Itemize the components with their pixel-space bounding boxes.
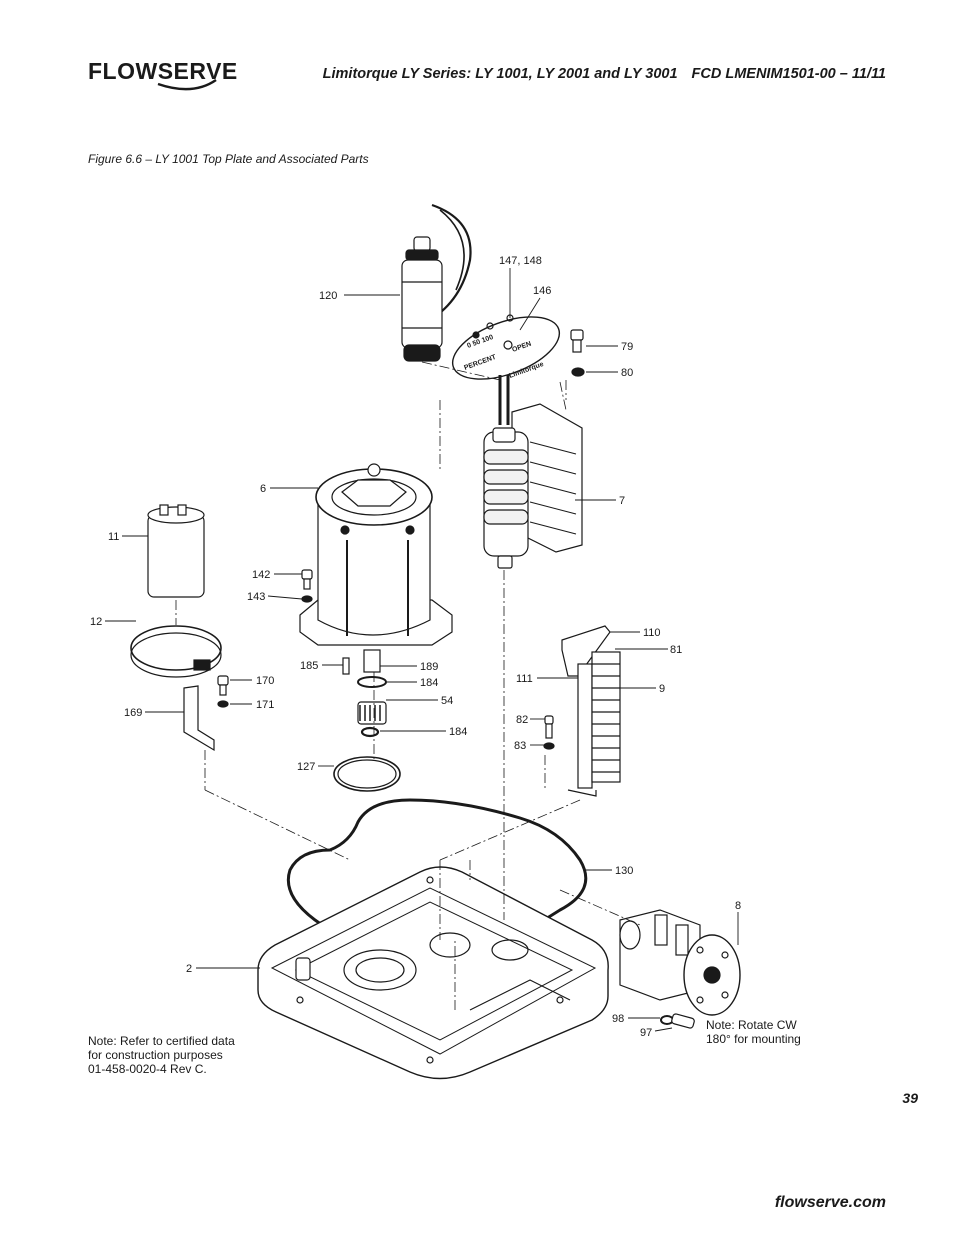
callout-143: 143 [247, 591, 265, 603]
callout-120: 120 [319, 290, 337, 302]
manual-title: Limitorque LY Series: LY 1001, LY 2001 a… [322, 66, 678, 82]
part-80-washer [571, 367, 585, 377]
page-number: 39 [902, 1090, 918, 1106]
callout-79: 79 [621, 341, 633, 353]
callout-82: 82 [516, 714, 528, 726]
callout-170: 170 [256, 675, 274, 687]
note-certified-data: Note: Refer to certified data for constr… [88, 1034, 288, 1076]
part-120-cylinder [401, 203, 472, 362]
callout-171: 171 [256, 699, 274, 711]
callout-169: 169 [124, 707, 142, 719]
part-143-washer [301, 595, 313, 603]
callout-98: 98 [612, 1013, 624, 1025]
document-header: Limitorque LY Series: LY 1001, LY 2001 a… [323, 66, 886, 82]
note-right-line: 180° for mounting [706, 1032, 801, 1046]
callout-184-lower: 184 [449, 726, 467, 738]
callout-6: 6 [260, 483, 266, 495]
callout-81: 81 [670, 644, 682, 656]
part-127-oring [333, 756, 401, 792]
note-rotate: Note: Rotate CW 180° for mounting [706, 1018, 846, 1046]
callout-127: 127 [297, 761, 315, 773]
callout-2: 2 [186, 963, 192, 975]
callout-110: 110 [643, 627, 661, 639]
part-142-screw [301, 569, 313, 580]
callout-111: 111 [516, 673, 533, 685]
footer-url: flowserve.com [774, 1194, 886, 1211]
callout-7: 7 [619, 495, 625, 507]
part-9-terminal-block [561, 625, 621, 797]
part-170-screw [217, 675, 229, 686]
part-79-screw [570, 329, 584, 353]
callout-83: 83 [514, 740, 526, 752]
part-8-switch-assembly [619, 909, 741, 1016]
figure-caption: Figure 6.6 – LY 1001 Top Plate and Assoc… [88, 152, 369, 166]
callout-11: 11 [108, 531, 119, 543]
part-83-washer [543, 742, 555, 750]
part-97-screw [671, 1013, 695, 1029]
note-right-line: Note: Rotate CW [706, 1018, 797, 1032]
callout-12: 12 [90, 616, 102, 628]
part-184-ring [357, 676, 387, 688]
leader-lines [105, 268, 739, 1032]
callout-130: 130 [615, 865, 633, 877]
note-left-line: for construction purposes [88, 1048, 223, 1062]
part-185-key [342, 657, 350, 675]
callout-9: 9 [659, 683, 665, 695]
callout-97: 97 [640, 1027, 652, 1039]
part-82-screw [544, 715, 554, 725]
callout-54: 54 [441, 695, 453, 707]
callout-142: 142 [252, 569, 270, 581]
callout-189: 189 [420, 661, 438, 673]
callout-184-upper: 184 [420, 677, 438, 689]
callout-80: 80 [621, 367, 633, 379]
callout-8: 8 [735, 900, 741, 912]
assembly-centerlines [175, 361, 641, 1010]
document-code: FCD LMENIM1501-00 – 11/11 [691, 66, 886, 82]
logo-swoosh-icon [157, 78, 217, 91]
part-2-top-plate [257, 866, 609, 1080]
part-11-capacitor [147, 504, 205, 598]
part-98-washer [660, 1015, 674, 1025]
note-left-line: Note: Refer to certified data [88, 1034, 235, 1048]
part-54-gear [357, 701, 387, 725]
part-169-bracket [183, 685, 215, 752]
part-184-lower-ring [360, 726, 380, 738]
note-left-line: 01-458-0020-4 Rev C. [88, 1062, 207, 1076]
part-7-switch-stack [483, 403, 583, 569]
callout-146: 146 [533, 285, 551, 297]
logo-wordmark: FLOWSERVE [88, 58, 238, 84]
part-6-motor [299, 463, 453, 673]
part-146-dial [451, 314, 561, 380]
part-171-washer [217, 700, 229, 708]
flowserve-logo: FLOWSERVE [88, 56, 237, 96]
part-12-clamp-ring [130, 625, 222, 678]
callout-147-148: 147, 148 [499, 255, 542, 267]
callout-185: 185 [300, 660, 318, 672]
